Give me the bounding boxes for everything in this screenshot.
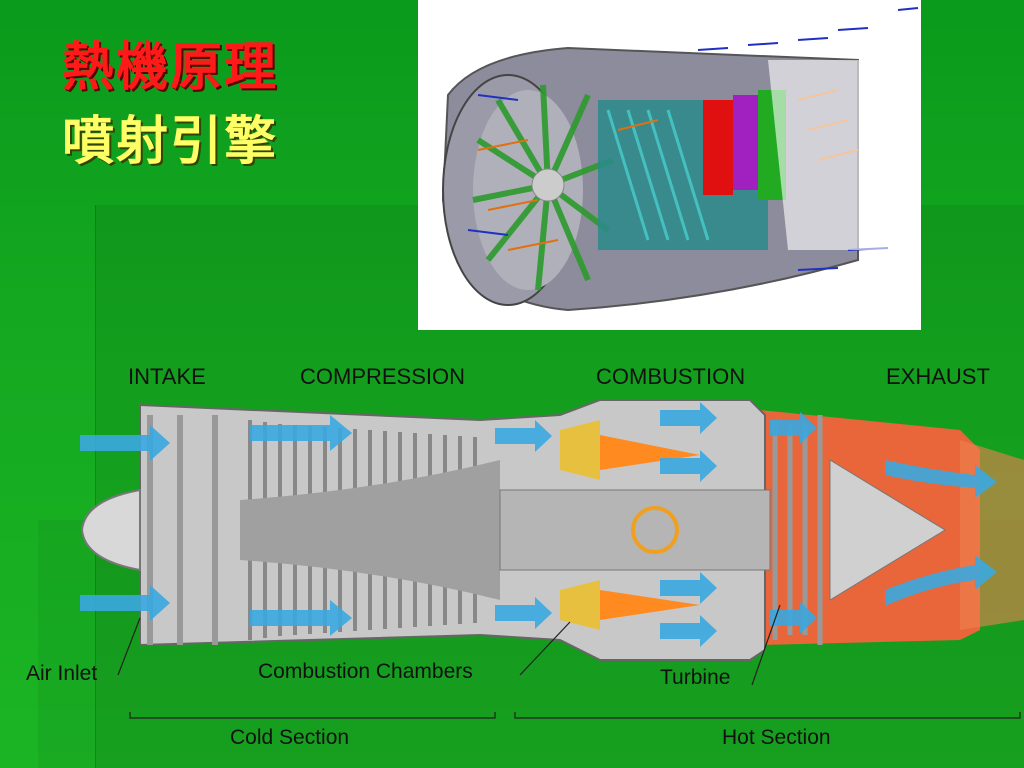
label-hot-section: Hot Section: [722, 726, 831, 749]
label-exhaust: EXHAUST: [886, 364, 990, 389]
label-combustion: COMBUSTION: [596, 364, 746, 389]
slide-title-line2: 噴射引擎: [62, 111, 279, 172]
slide-title-line1: 熱機原理: [62, 37, 279, 98]
label-intake: INTAKE: [128, 364, 206, 389]
label-turbine: Turbine: [660, 666, 731, 689]
engine-3d-illustration: [418, 0, 921, 330]
label-compression: COMPRESSION: [300, 364, 466, 389]
label-air-inlet: Air Inlet: [26, 662, 98, 685]
engine-cross-section-diagram: INTAKE COMPRESSION COMBUSTION EXHAUST Ai…: [0, 340, 1024, 768]
label-cold-section: Cold Section: [230, 726, 350, 749]
label-combustion-chambers: Combustion Chambers: [258, 660, 473, 683]
